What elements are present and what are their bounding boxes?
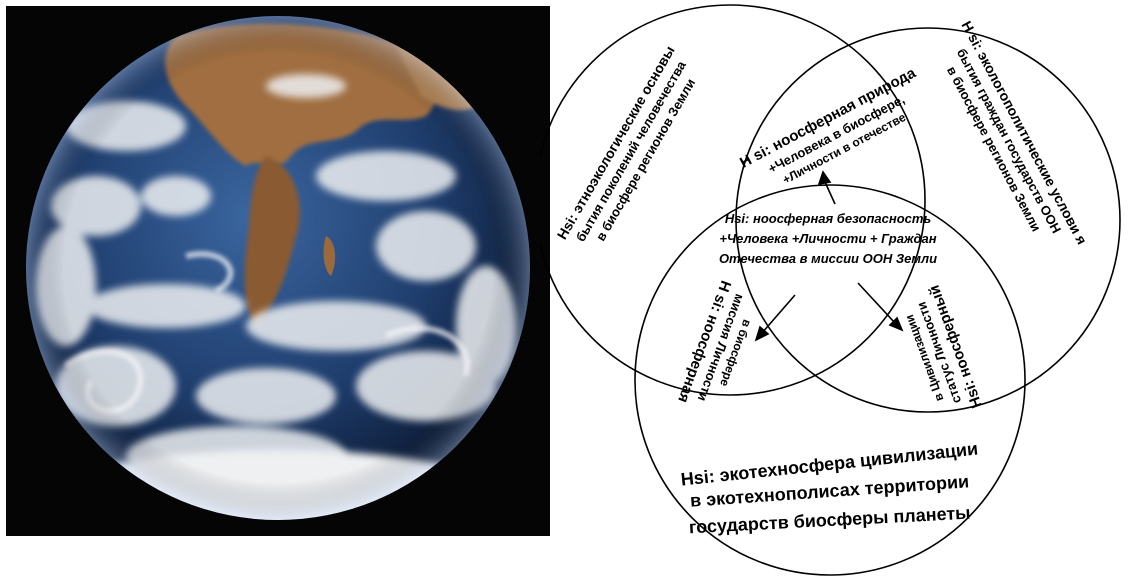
earth-photo	[6, 6, 550, 536]
arrow-down-left	[762, 295, 795, 333]
label-top: H si: ноосферная природа +Человека в био…	[737, 64, 934, 201]
right-line2: бытия граждан государств ООН	[954, 46, 1064, 236]
label-right: H si: эколого­политические услови я быти…	[928, 18, 1090, 263]
atmosphere-limb	[26, 16, 530, 520]
arrow-down-right	[858, 283, 895, 323]
arrow-up-head	[819, 172, 830, 184]
label-bottom: Hsi: экотехносфера цивилизации в экотехн…	[680, 438, 979, 537]
label-center: Hsi: ноосферная безопасность +Человека +…	[719, 211, 937, 266]
center-line3: Отечества в миссии ООН Земли	[719, 251, 937, 266]
center-line1: Hsi: ноосферная безопасность	[725, 211, 931, 226]
venn-diagram: Hsi: этноэкологические основы бытия поко…	[540, 0, 1135, 581]
label-lower-right: Hsi: ноосферный статус Личности в Цивили…	[896, 283, 986, 422]
center-line2: +Человека +Личности + Граждан	[719, 231, 936, 246]
venn-svg: Hsi: этноэкологические основы бытия поко…	[540, 0, 1135, 581]
earth-globe-image	[6, 6, 550, 536]
label-left: Hsi: этноэкологические основы бытия поко…	[554, 43, 708, 259]
left-line2: бытия поколений человечества	[573, 58, 689, 245]
